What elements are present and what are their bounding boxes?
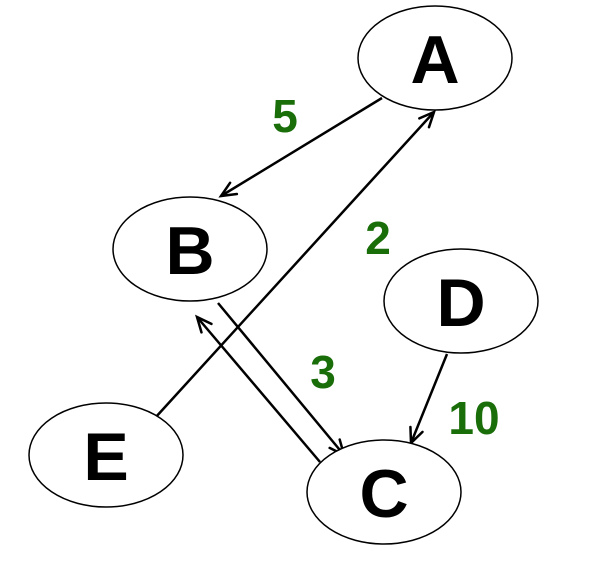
edges-layer <box>154 96 449 463</box>
node-ellipse <box>357 5 513 111</box>
node-ellipse <box>306 439 462 545</box>
edge-line <box>154 111 435 419</box>
edge-line <box>196 316 321 463</box>
node-b: B <box>112 196 268 302</box>
nodes-layer: A B C D E <box>28 5 539 545</box>
edge-line <box>217 302 345 456</box>
edge-e-to-a <box>154 109 437 419</box>
node-c: C <box>306 439 462 545</box>
node-ellipse <box>28 402 184 508</box>
node-label: E <box>83 419 128 495</box>
edge-weights-layer: 5 2 3 10 <box>272 90 499 444</box>
node-label: D <box>436 265 485 341</box>
node-label: A <box>410 22 459 98</box>
node-label: C <box>359 456 408 532</box>
node-d: D <box>383 248 539 354</box>
arrowhead-icon <box>195 314 213 334</box>
arrowhead-icon <box>418 109 437 129</box>
edge-a-to-b <box>218 96 383 198</box>
node-label: B <box>165 213 214 289</box>
edge-line <box>220 96 383 198</box>
edge-c-to-b <box>195 314 321 463</box>
arrowhead-icon <box>218 181 239 198</box>
node-ellipse <box>383 248 539 354</box>
edge-weight-e-a: 2 <box>365 212 391 264</box>
edge-weight-a-b: 5 <box>272 90 298 142</box>
node-ellipse <box>112 196 268 302</box>
edge-weight-d-c: 10 <box>448 392 499 444</box>
edge-weight-b-c: 3 <box>310 346 336 398</box>
node-e: E <box>28 402 184 508</box>
node-a: A <box>357 5 513 111</box>
edge-line <box>409 353 449 444</box>
edge-d-to-c <box>409 353 449 446</box>
